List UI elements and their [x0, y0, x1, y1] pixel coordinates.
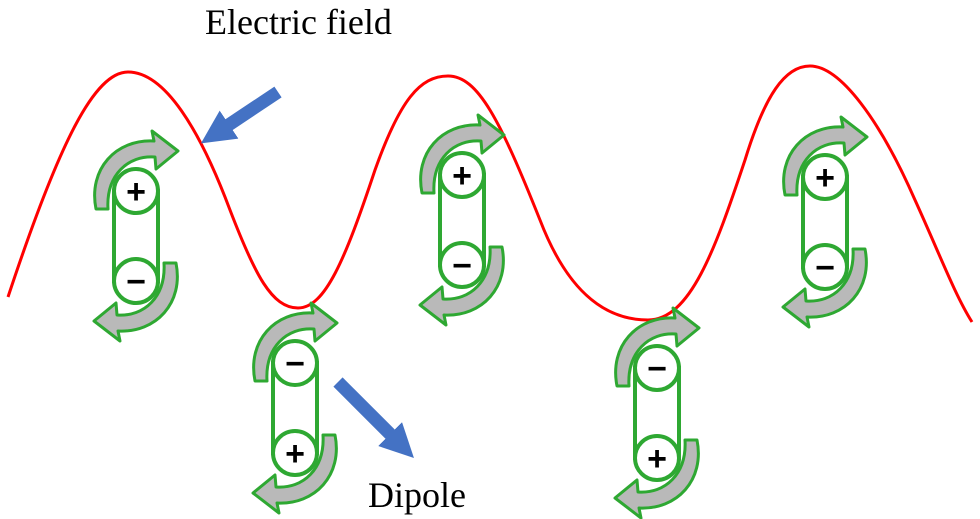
plus-sign: +	[452, 157, 472, 195]
electric-field-label: Electric field	[205, 2, 392, 42]
rotation-arrow-top	[419, 113, 506, 195]
field-pointer-arrow	[200, 86, 282, 144]
dipole-pointer-arrow	[333, 377, 414, 458]
rotation-arrow-bottom	[418, 245, 505, 327]
minus-sign: −	[452, 247, 472, 285]
rotation-arrow-bottom	[613, 438, 700, 519]
positive-charge	[112, 167, 160, 215]
rotation-arrow-bottom	[251, 433, 338, 515]
dipole: −+	[613, 306, 701, 519]
positive-charge	[271, 429, 319, 477]
negative-charge	[801, 243, 849, 291]
negative-charge	[112, 257, 160, 305]
positive-charge	[438, 151, 486, 199]
dipole: −+	[251, 301, 339, 515]
dipole-label: Dipole	[368, 475, 466, 515]
negative-charge	[438, 241, 486, 289]
dipole-group: +−−++−−++−	[92, 113, 869, 519]
rotation-arrow-top	[782, 115, 869, 197]
rotation-arrow-bottom	[781, 247, 868, 329]
negative-charge	[633, 344, 681, 392]
positive-charge	[801, 153, 849, 201]
minus-sign: −	[126, 263, 146, 301]
negative-charge	[271, 339, 319, 387]
plus-sign: +	[285, 435, 305, 473]
plus-sign: +	[647, 440, 667, 478]
minus-sign: −	[647, 350, 667, 388]
dipole: +−	[92, 129, 180, 343]
electric-field-wave	[6, 64, 974, 323]
plus-sign: +	[815, 159, 835, 197]
rotation-arrow-top	[93, 129, 180, 211]
positive-charge	[633, 434, 681, 482]
dipole: +−	[781, 115, 869, 329]
rotation-arrow-top	[252, 301, 339, 383]
minus-sign: −	[285, 345, 305, 383]
rotation-arrow-top	[614, 306, 701, 388]
minus-sign: −	[815, 249, 835, 287]
dipole: +−	[418, 113, 506, 327]
plus-sign: +	[126, 173, 146, 211]
rotation-arrow-bottom	[92, 261, 179, 343]
